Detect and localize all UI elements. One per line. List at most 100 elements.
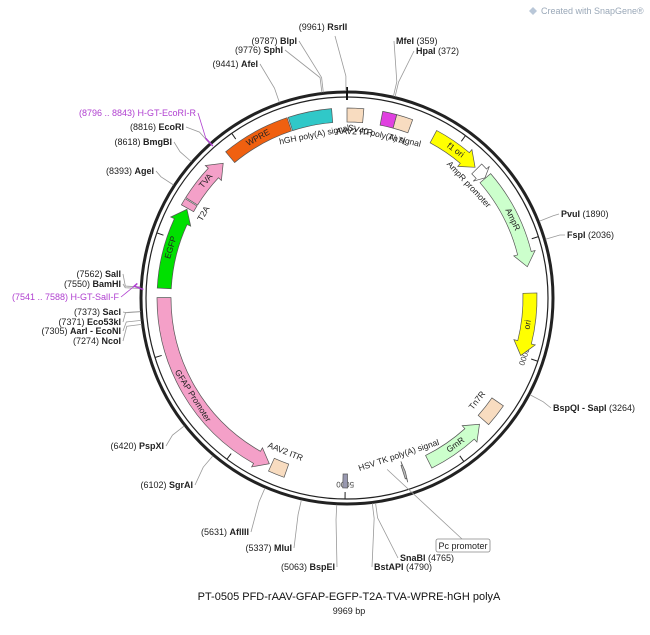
site-coordinate: (7371) [58,317,87,327]
site-coordinate: (7305) [41,326,70,336]
site-leader-line [122,283,141,289]
site-blpi: (9787) BlpI [251,36,324,93]
site-coordinate: (7373) [74,307,103,317]
site-leader-line [298,40,324,93]
site-leader-line [545,234,566,240]
site-label: (7550) BamHI [64,279,121,289]
feature-aav2-itr [268,457,290,478]
site-leader-line [173,141,192,162]
site-label: (6420) PspXI [110,441,164,451]
site-name: BstAPI [374,562,404,572]
site-coordinate: (8618) [114,137,143,147]
site-leader-line [122,323,142,342]
site-name: BlpI [280,36,297,46]
site-leader-line [185,126,210,144]
site-coordinate: (3264) [607,403,636,413]
site-name: AfeI [241,59,258,69]
tick-mark [530,358,538,362]
feature-sv40-poly-a-signal [379,110,398,129]
tick-mark [459,455,465,462]
site-coordinate: (359) [414,36,438,46]
site-label: (7305) AarI - EcoNI [41,326,121,336]
site-afei: (9441) AfeI [212,59,280,103]
site-coordinate: (5063) [281,562,310,572]
site-name: BamHI [92,279,121,289]
boxed-label-layer: Pc promoter [386,469,491,553]
feature-tn7r [477,397,504,426]
site-name: SgrAI [169,480,193,490]
feature-tva [185,162,224,206]
site-label: (9776) SphI [235,45,283,55]
snapgene-logo-icon [529,7,537,15]
site-sgrai: (6102) SgrAI [140,455,214,490]
site-leader-line [393,40,398,97]
site-agei: (8393) AgeI [106,166,174,186]
site-coordinate: (9787) [251,36,280,46]
site-bspei: (5063) BspEI [281,504,338,572]
tick-mark [531,236,539,240]
backbone-inner [145,96,549,500]
primer-label: (7541 .. 7588) H-GT-SalI-F [12,292,120,302]
site-aari-econi: (7305) AarI - EcoNI [41,319,142,336]
site-coordinate: (6102) [140,480,169,490]
site-leader-line [371,503,375,568]
site-sphi: (9776) SphI [235,45,323,93]
feature-ampr [479,173,536,268]
feature-ampr-promoter [471,163,490,182]
site-name: RsrII [327,22,347,32]
site-label: (6102) SgrAI [140,480,193,490]
site-label: (5337) MluI [245,543,292,553]
primer-layer: (8796 .. 8843) H-GT-EcoRI-R(7541 .. 7588… [12,108,214,302]
site-coordinate: (8393) [106,166,135,176]
site-leader-line [529,394,552,409]
plasmid-size: 9969 bp [333,606,366,616]
plasmid-name: PT-0505 PFD-rAAV-GFAP-EGFP-T2A-TVA-WPRE-… [198,591,501,603]
site-coordinate: (4790) [404,562,433,572]
site-leader-line [284,49,323,93]
feature-unlabeled [342,473,348,489]
primer-leader-line [120,285,135,298]
brand-text: Created with SnapGene® [541,6,644,16]
site-name: SphI [264,45,284,55]
site-name: MfeI [396,36,414,46]
feature-label: AAV2 ITR [266,440,304,463]
site-coordinate: (5631) [201,527,230,537]
site-label: (7373) SacI [74,307,121,317]
site-rsrii: (9961) RsrII [299,22,347,92]
feature-hgh-poly-a-signal [287,108,334,132]
site-coordinate: (9961) [299,22,328,32]
site-leader-line [122,273,141,288]
tick-mark [154,354,162,358]
site-coordinate: (8816) [130,122,159,132]
site-saci: (7373) SacI [74,307,141,317]
site-coordinate: (1890) [580,209,609,219]
tick-mark [226,453,232,460]
site-name: SnaBI [400,553,426,563]
boxed-leader-line [386,469,463,540]
site-bstapi: BstAPI (4790) [371,503,433,572]
restriction-site-layer: (9961) RsrII(9787) BlpI(9776) SphI(9441)… [41,22,635,572]
site-leader-line [250,487,266,533]
site-name: EcoRI [158,122,184,132]
boxed-label-frame [435,538,491,553]
site-leader-line [375,502,399,559]
feature-tn7l [392,114,414,134]
feature-ori [513,292,538,357]
site-label: (5631) AflIII [201,527,249,537]
boxed-label-pc-promoter: Pc promoter [386,469,491,553]
feature-hsv-tk-poly-a-signal [400,461,409,483]
site-coordinate: (7550) [64,279,93,289]
site-coordinate: (9776) [235,45,264,55]
site-afliii: (5631) AflIII [201,487,266,537]
site-ncoi: (7274) NcoI [73,323,142,346]
site-pvui: PvuI (1890) [539,209,609,222]
site-name: AarI - EcoNI [70,326,121,336]
site-leader-line [334,35,347,92]
site-mfei: MfeI (359) [393,36,438,97]
feature-f1-ori [429,130,476,168]
site-pspxi: (6420) PspXI [110,425,185,451]
site-name: PvuI [561,209,580,219]
site-name: MluI [274,543,292,553]
site-coordinate: (2036) [586,230,615,240]
